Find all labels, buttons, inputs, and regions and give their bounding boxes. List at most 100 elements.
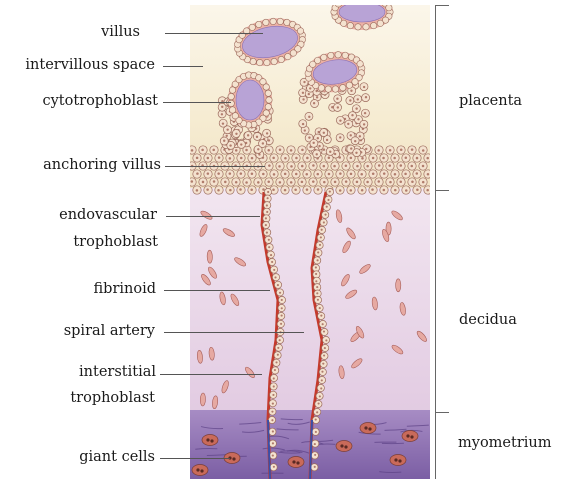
cell-nucleus xyxy=(411,148,414,151)
cell-nucleus xyxy=(383,189,386,192)
cell-nucleus xyxy=(279,148,282,151)
giant-cell-nucleus xyxy=(406,434,409,437)
leader-endovascular xyxy=(166,216,260,217)
cell-nucleus xyxy=(339,189,342,192)
giant-cell xyxy=(202,435,218,446)
cell-nucleus xyxy=(226,135,228,137)
leader-cytotrophoblast xyxy=(163,102,231,103)
cell-nucleus xyxy=(410,165,413,168)
cell-nucleus xyxy=(295,157,298,160)
cell-nucleus xyxy=(400,149,403,152)
cell-nucleus xyxy=(302,92,304,94)
cell-nucleus xyxy=(267,197,269,199)
rim-cell xyxy=(347,0,353,2)
cell-nucleus xyxy=(354,140,356,142)
cell-nucleus xyxy=(251,157,254,160)
cell-nucleus xyxy=(273,385,275,387)
giant-cell-nucleus xyxy=(368,427,371,430)
cell-nucleus xyxy=(324,214,326,216)
cell-nucleus xyxy=(266,132,268,134)
cell-nucleus xyxy=(393,157,396,160)
rim-cell xyxy=(377,20,383,26)
cell-nucleus xyxy=(218,156,221,159)
cell-nucleus xyxy=(315,280,317,282)
cell-nucleus xyxy=(316,292,318,294)
giant-cell-nucleus xyxy=(292,460,295,463)
cell-nucleus xyxy=(339,172,342,175)
cell-nucleus xyxy=(318,402,320,404)
region-label-myometrium: myometrium xyxy=(458,434,552,452)
cell-nucleus xyxy=(270,254,272,256)
cell-nucleus xyxy=(267,191,269,193)
giant-cell-nucleus xyxy=(200,469,203,472)
cell-nucleus xyxy=(320,315,322,317)
rim-cell xyxy=(228,93,234,99)
cell-nucleus xyxy=(345,180,348,183)
cell-nucleus xyxy=(262,188,265,191)
rim-cell xyxy=(340,0,346,4)
cell-nucleus xyxy=(251,173,254,176)
cell-nucleus xyxy=(320,236,322,238)
cell-nucleus xyxy=(235,133,237,135)
cell-nucleus xyxy=(273,173,276,176)
cell-nucleus xyxy=(416,157,419,160)
cell-nucleus xyxy=(355,107,357,109)
cell-nucleus xyxy=(365,96,367,98)
rim-cell xyxy=(335,1,341,7)
cell-nucleus xyxy=(360,173,363,176)
cell-nucleus xyxy=(229,144,231,146)
cell-nucleus xyxy=(357,118,359,120)
label-fibrinoid: fibrinoid xyxy=(93,280,156,298)
cell-nucleus xyxy=(363,86,365,88)
cell-nucleus xyxy=(235,149,238,152)
leader-anchoring-villus xyxy=(165,166,265,167)
cell-nucleus xyxy=(284,157,287,160)
decidual-cell xyxy=(200,393,206,406)
cell-nucleus xyxy=(312,142,314,144)
cell-nucleus xyxy=(366,181,369,184)
cell-nucleus xyxy=(325,339,327,341)
cell-nucleus xyxy=(404,173,407,176)
rim-cell xyxy=(347,22,353,28)
cell-nucleus xyxy=(290,149,293,152)
cell-nucleus xyxy=(305,173,308,176)
cell-nucleus xyxy=(357,98,359,100)
cell-nucleus xyxy=(339,136,341,138)
cell-nucleus xyxy=(272,188,275,191)
cell-nucleus xyxy=(326,206,328,208)
cell-nucleus xyxy=(336,98,338,100)
region-label-decidua: decidua xyxy=(459,311,517,329)
cell-nucleus xyxy=(262,142,264,144)
giant-cell xyxy=(360,423,376,434)
cell-nucleus xyxy=(308,93,310,95)
giant-cell-nucleus xyxy=(196,468,199,471)
cell-nucleus xyxy=(339,119,341,121)
cell-nucleus xyxy=(207,157,210,160)
cell-nucleus xyxy=(322,363,324,365)
cell-nucleus xyxy=(427,173,430,176)
cell-nucleus xyxy=(372,157,375,160)
cell-nucleus xyxy=(191,180,194,183)
giant-cell xyxy=(402,431,418,442)
leader-intervillous-space xyxy=(163,66,203,67)
rim-cell xyxy=(265,90,271,96)
label-endovascular: endovascular xyxy=(59,206,157,224)
cell-nucleus xyxy=(399,180,402,183)
cell-nucleus xyxy=(416,172,419,175)
cell-nucleus xyxy=(281,299,283,301)
cell-nucleus xyxy=(350,134,352,136)
cell-nucleus xyxy=(240,143,242,145)
cell-nucleus xyxy=(426,157,429,160)
cell-nucleus xyxy=(274,276,276,278)
cell-nucleus xyxy=(235,181,238,184)
cell-nucleus xyxy=(247,134,249,136)
cell-nucleus xyxy=(222,122,224,124)
rim-cell xyxy=(263,84,269,90)
cell-nucleus xyxy=(326,139,328,141)
rim-cell xyxy=(232,113,238,119)
cell-nucleus xyxy=(382,157,385,160)
cell-nucleus xyxy=(323,221,325,223)
cell-nucleus xyxy=(277,347,279,349)
cell-nucleus xyxy=(277,354,279,356)
cell-nucleus xyxy=(294,188,297,191)
